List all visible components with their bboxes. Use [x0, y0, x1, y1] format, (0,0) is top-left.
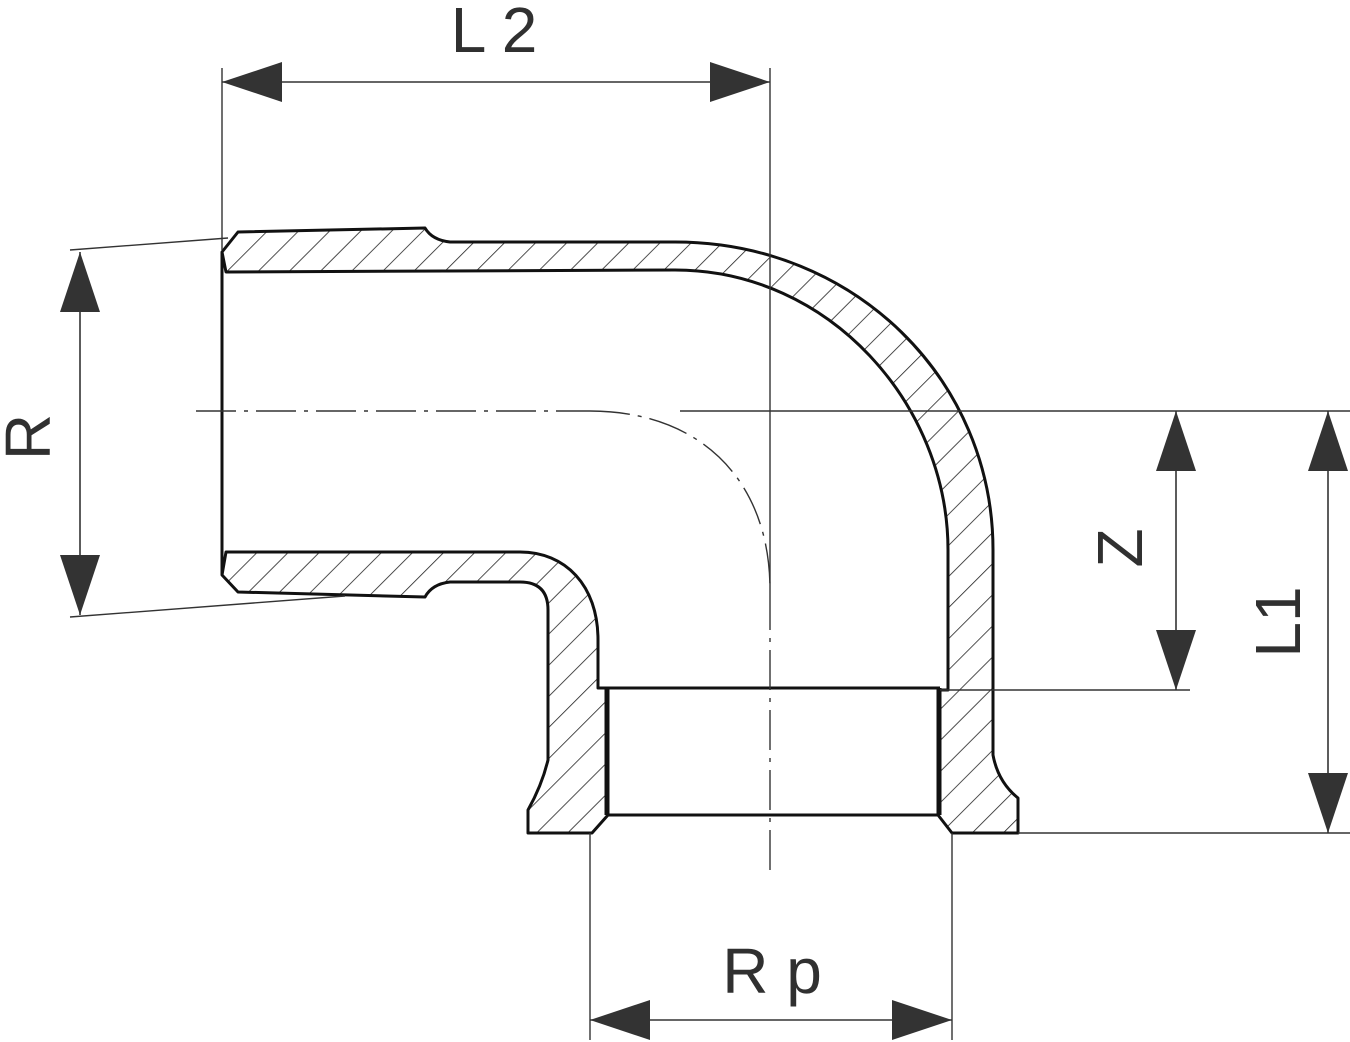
outer-wall-section [220, 226, 1020, 835]
label-r: R [0, 414, 64, 460]
label-l1: L1 [1242, 586, 1314, 657]
label-z: Z [1084, 528, 1156, 567]
inner-wall-section [220, 550, 610, 835]
label-rp: R p [722, 935, 822, 1007]
center-lines [196, 410, 771, 870]
dimension-lines [60, 62, 1348, 1040]
extension-lines [69, 68, 1350, 1040]
label-l2: L 2 [451, 0, 538, 66]
pipe-wall-sections [220, 226, 1020, 835]
socket-bore [220, 252, 942, 817]
